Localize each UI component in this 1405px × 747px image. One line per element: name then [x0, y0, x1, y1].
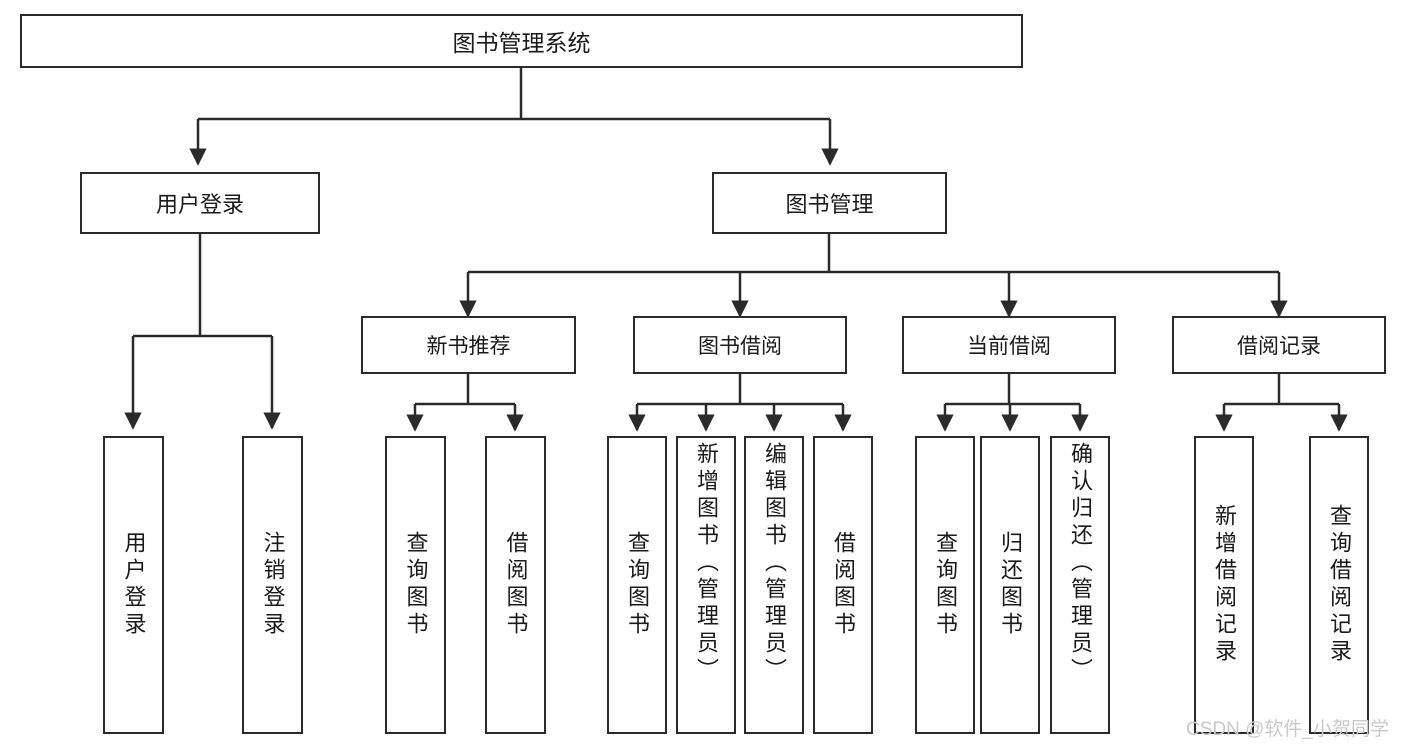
- leaf-borrow-add-book-label: 新增图书（管理员）: [694, 442, 719, 685]
- node-root-label: 图书管理系统: [452, 30, 591, 56]
- leaf-borrow-add-book[interactable]: 新增图书（管理员）: [676, 436, 736, 734]
- leaf-current-return-book[interactable]: 归还图书: [980, 436, 1040, 734]
- leaf-current-query-book-label: 查询图书: [933, 531, 958, 639]
- node-user-login[interactable]: 用户登录: [80, 172, 320, 234]
- leaf-borrow-query-book[interactable]: 查询图书: [607, 436, 667, 734]
- leaf-logout[interactable]: 注销登录: [242, 436, 303, 734]
- leaf-user-login[interactable]: 用户登录: [103, 436, 164, 734]
- leaf-newbook-query-book-label: 查询图书: [403, 531, 429, 639]
- leaf-user-login-label: 用户登录: [121, 531, 147, 639]
- leaf-current-confirm-return-label: 确认归还（管理员）: [1068, 442, 1093, 685]
- leaf-record-query-record[interactable]: 查询借阅记录: [1309, 436, 1369, 734]
- watermark: CSDN @软件_小贺同学: [1186, 719, 1389, 740]
- leaf-newbook-borrow-book[interactable]: 借阅图书: [485, 436, 546, 734]
- leaf-newbook-query-book[interactable]: 查询图书: [385, 436, 446, 734]
- leaf-record-add-record[interactable]: 新增借阅记录: [1194, 436, 1254, 734]
- node-borrow-record[interactable]: 借阅记录: [1172, 316, 1386, 374]
- leaf-newbook-borrow-book-label: 借阅图书: [503, 531, 529, 639]
- node-new-book-recommend[interactable]: 新书推荐: [361, 316, 576, 374]
- leaf-borrow-borrow-book[interactable]: 借阅图书: [813, 436, 873, 734]
- node-borrow-record-label: 借阅记录: [1237, 335, 1321, 358]
- leaf-current-return-book-label: 归还图书: [998, 531, 1023, 639]
- leaf-current-confirm-return[interactable]: 确认归还（管理员）: [1050, 436, 1110, 734]
- node-book-management-label: 图书管理: [785, 192, 874, 217]
- leaf-borrow-query-book-label: 查询图书: [625, 531, 650, 639]
- leaf-logout-label: 注销登录: [260, 531, 286, 639]
- leaf-current-query-book[interactable]: 查询图书: [915, 436, 975, 734]
- node-book-borrow-label: 图书借阅: [698, 335, 782, 358]
- node-book-management[interactable]: 图书管理: [712, 172, 947, 234]
- leaf-borrow-edit-book-label: 编辑图书（管理员）: [762, 442, 787, 685]
- node-current-borrow[interactable]: 当前借阅: [902, 316, 1116, 374]
- node-root[interactable]: 图书管理系统: [20, 14, 1023, 68]
- leaf-record-add-record-label: 新增借阅记录: [1212, 504, 1237, 666]
- leaf-borrow-borrow-book-label: 借阅图书: [831, 531, 856, 639]
- node-new-book-recommend-label: 新书推荐: [426, 335, 511, 358]
- node-user-login-label: 用户登录: [155, 192, 244, 217]
- leaf-borrow-edit-book[interactable]: 编辑图书（管理员）: [744, 436, 804, 734]
- leaf-record-query-record-label: 查询借阅记录: [1327, 504, 1352, 666]
- node-current-borrow-label: 当前借阅: [967, 335, 1051, 358]
- node-book-borrow[interactable]: 图书借阅: [633, 316, 847, 374]
